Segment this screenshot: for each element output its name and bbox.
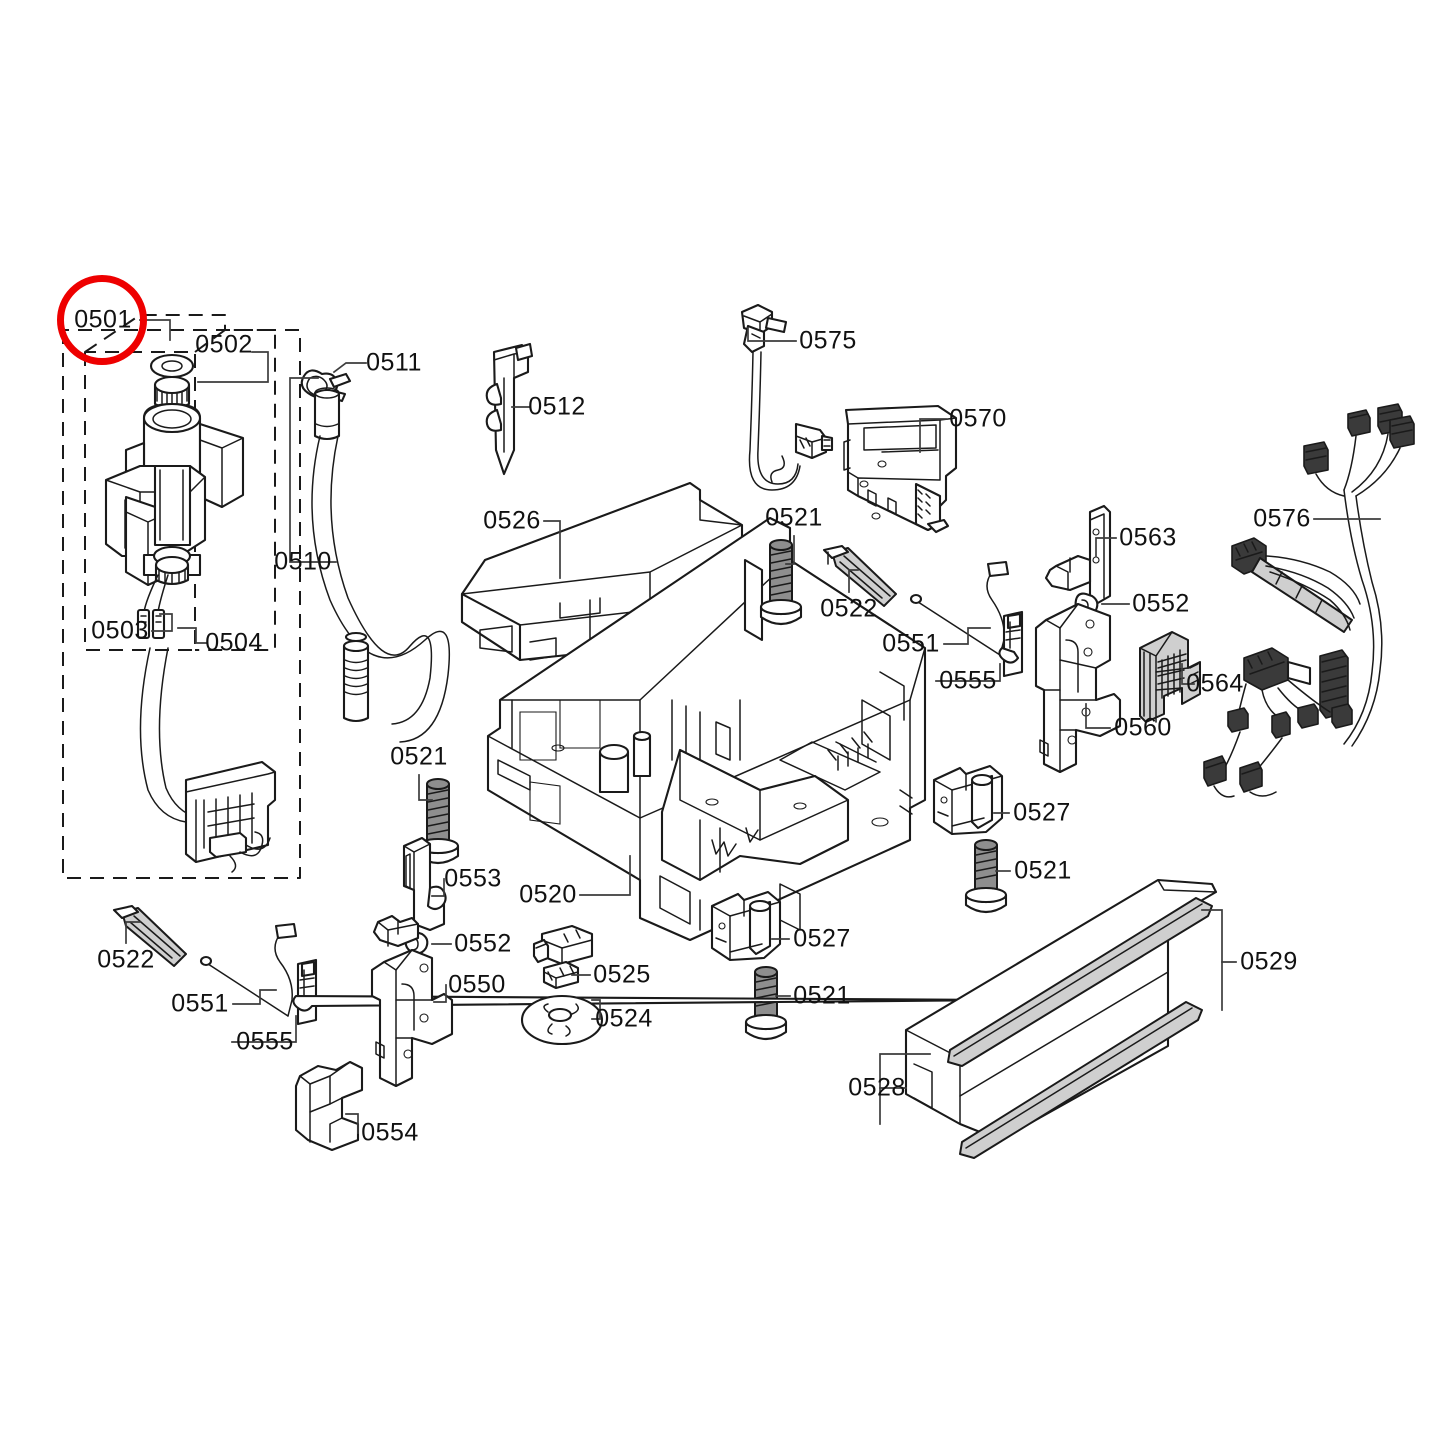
highlight-circle — [57, 275, 147, 365]
part-0551-rod-b — [199, 922, 298, 1017]
part-0512-clip-bracket — [485, 342, 534, 476]
part-0520-base-chassis — [486, 516, 927, 942]
part-label-0525: 0525 — [593, 960, 651, 989]
part-0555-clip-a — [998, 610, 1024, 678]
part-label-0563: 0563 — [1119, 523, 1177, 552]
part-0510-drain-hose — [311, 387, 451, 743]
part-0501-lower-hose — [139, 647, 277, 873]
part-label-0522b: 0522 — [97, 945, 155, 974]
part-label-0554: 0554 — [361, 1118, 419, 1147]
part-0521-screw-b — [759, 539, 803, 626]
part-0527-foot-a — [932, 764, 1004, 836]
part-label-0527b: 0527 — [793, 924, 851, 953]
part-label-0570: 0570 — [949, 404, 1007, 433]
part-0501-inlet-valve-assembly — [104, 402, 245, 587]
part-label-0528: 0528 — [848, 1073, 906, 1102]
part-label-0522a: 0522 — [820, 594, 878, 623]
part-label-0575: 0575 — [799, 326, 857, 355]
part-label-0521c: 0521 — [1014, 856, 1072, 885]
part-label-0527a: 0527 — [1013, 798, 1071, 827]
part-label-0502: 0502 — [195, 330, 253, 359]
part-label-0551a: 0551 — [882, 629, 940, 658]
part-label-0521a: 0521 — [390, 742, 448, 771]
part-0554-cover-cap — [294, 1060, 364, 1152]
part-label-0560: 0560 — [1114, 713, 1172, 742]
part-label-0511: 0511 — [366, 348, 422, 377]
part-label-0503: 0503 — [91, 616, 149, 645]
part-label-0552b: 0552 — [454, 929, 512, 958]
part-label-0521d: 0521 — [793, 981, 851, 1010]
part-label-0510: 0510 — [274, 547, 332, 576]
part-0527-foot-b — [710, 890, 782, 962]
part-0575-power-cord — [740, 303, 834, 491]
part-label-0564: 0564 — [1186, 669, 1244, 698]
part-label-0576: 0576 — [1253, 504, 1311, 533]
part-0529-seal-strip-upper — [947, 897, 1213, 1067]
part-label-0529: 0529 — [1240, 947, 1298, 976]
part-0521-screw-d — [744, 966, 788, 1041]
part-0551-rod-a — [909, 560, 1010, 656]
leader-lines — [125, 319, 1381, 1134]
part-label-0555b: 0555 — [236, 1027, 294, 1056]
part-label-0520: 0520 — [519, 880, 577, 909]
part-0525-connector-block — [532, 924, 594, 990]
part-0563-lever-bracket — [1044, 504, 1112, 606]
part-0576-wiring-harness — [1203, 403, 1415, 798]
part-0524-disc — [520, 994, 604, 1046]
part-label-0550: 0550 — [448, 970, 506, 999]
part-0522-rail-pin-a — [822, 544, 897, 607]
part-0560-side-bracket — [1034, 602, 1122, 774]
part-0570-control-module — [843, 404, 958, 534]
part-label-0552a: 0552 — [1132, 589, 1190, 618]
part-0550-hinge-bracket — [370, 948, 454, 1088]
part-label-0504: 0504 — [205, 628, 263, 657]
part-label-0555a: 0555 — [939, 666, 997, 695]
part-0529-seal-strip-lower — [959, 1001, 1203, 1159]
part-0502-seal-ring — [149, 353, 195, 410]
part-label-0553: 0553 — [444, 864, 502, 893]
part-0553-latch-lever — [372, 836, 447, 948]
part-0521-screw-c — [964, 839, 1008, 914]
part-label-0526: 0526 — [483, 506, 541, 535]
part-label-0551b: 0551 — [171, 989, 229, 1018]
part-label-0521b: 0521 — [765, 503, 823, 532]
group-boundary-0501 — [62, 329, 301, 879]
part-label-0512: 0512 — [528, 392, 586, 421]
part-label-0524: 0524 — [595, 1004, 653, 1033]
part-0555-clip-b — [292, 958, 1010, 1026]
